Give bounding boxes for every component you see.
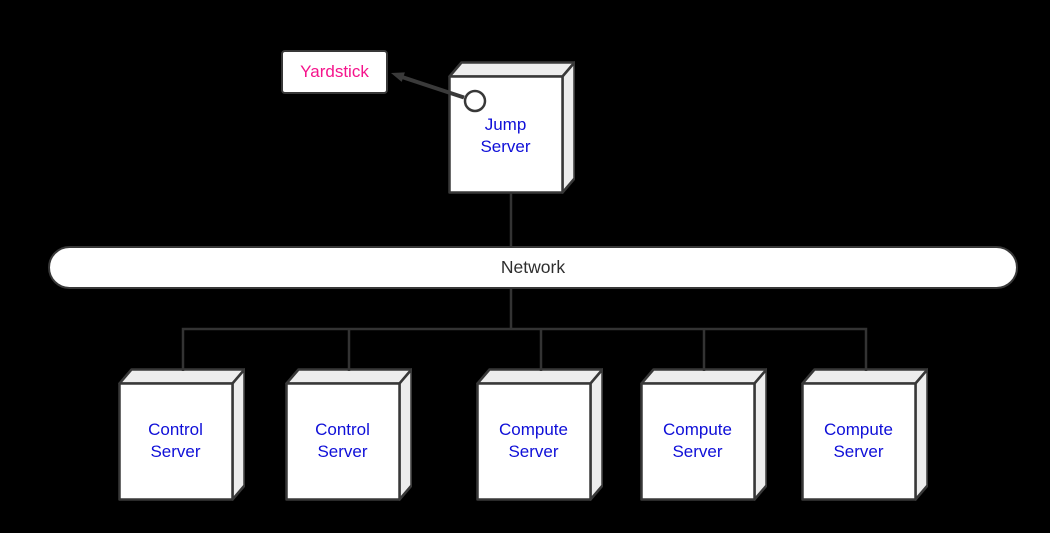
- server-box-shape: [284, 367, 413, 501]
- server-label: Compute Server: [499, 419, 568, 461]
- server-label: Control Server: [148, 419, 203, 461]
- yardstick-node: Yardstick: [281, 50, 388, 94]
- yardstick-label: Yardstick: [300, 62, 369, 81]
- server-box-shape: [475, 367, 604, 501]
- jump-server-node: Jump Server: [447, 60, 576, 194]
- jump-server-label: Jump Server: [480, 115, 531, 157]
- network-label: Network: [500, 257, 566, 277]
- server-node-compute-2: Compute Server: [639, 367, 768, 501]
- server-box-shape: [800, 367, 929, 501]
- server-label: Compute Server: [824, 419, 893, 461]
- server-node-control-2: Control Server: [284, 367, 413, 501]
- arrow-head-icon: [391, 72, 405, 82]
- server-node-compute-1: Compute Server: [475, 367, 604, 501]
- bus-line: [181, 327, 868, 371]
- server-node-compute-3: Compute Server: [800, 367, 929, 501]
- server-node-control-1: Control Server: [117, 367, 246, 501]
- network-bus: Network: [48, 246, 1018, 289]
- server-box-shape: [117, 367, 246, 501]
- server-label: Compute Server: [663, 419, 732, 461]
- server-label: Control Server: [315, 419, 370, 461]
